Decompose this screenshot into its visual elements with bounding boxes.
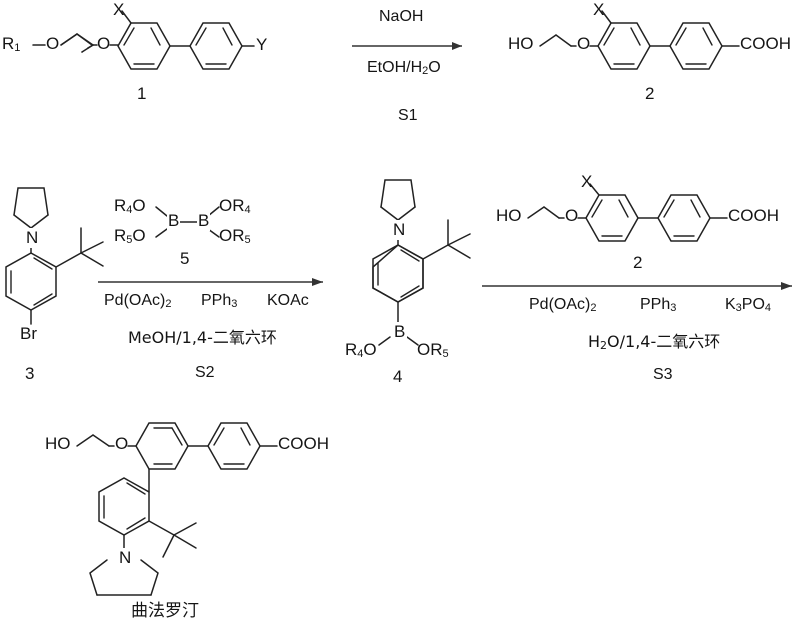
condition-etoh-water: EtOH/H2O — [367, 59, 441, 77]
step-label-s1: S1 — [398, 107, 418, 124]
atom-label-ether-o2: O — [97, 34, 111, 53]
atom-label-n-compound3: N — [24, 228, 41, 248]
atom-label-r4o-compound4: R4O — [345, 340, 377, 360]
atom-label-ho-product: HO — [45, 434, 71, 453]
atom-label-boron-1: B — [167, 211, 181, 231]
compound-number-2: 2 — [645, 84, 655, 103]
atom-label-ho-compound2b: HO — [496, 206, 522, 225]
atom-label-r4o-left: R4O — [114, 196, 146, 216]
condition-k3po4-s3: K3PO4 — [725, 296, 772, 314]
step-label-s3: S3 — [653, 366, 673, 383]
condition-naoh: NaOH — [379, 8, 424, 25]
step-label-s2: S2 — [195, 364, 215, 381]
atom-label-y-compound1: Y — [256, 35, 268, 54]
condition-koac-s2: KOAc — [267, 292, 309, 309]
atom-label-n-product: N — [117, 548, 134, 568]
atom-label-ether-o-product: O — [115, 434, 129, 453]
atom-label-or5-right: OR5 — [219, 226, 251, 246]
atom-label-cooh-compound2b: COOH — [728, 206, 779, 225]
condition-pph3-s3: PPh3 — [640, 296, 677, 314]
atom-label-ether-o-compound2b: O — [565, 206, 579, 225]
atom-label-x-compound1: X — [113, 0, 125, 19]
atom-label-ho-compound2: HO — [508, 34, 534, 53]
compound-number-2-reagent: 2 — [633, 253, 643, 272]
atom-label-ether-o1: O — [46, 34, 60, 53]
atom-label-r5o-left: R5O — [114, 226, 146, 246]
condition-pd-oac-s2: Pd(OAc)2 — [104, 292, 172, 310]
atom-label-cooh-compound2: COOH — [740, 34, 791, 53]
condition-pph3-s2: PPh3 — [201, 292, 238, 310]
atom-label-ether-o-compound2: O — [577, 34, 591, 53]
condition-solvent-s3: H2O/1,4-二氧六环 — [588, 332, 721, 352]
atom-label-x-compound2: X — [593, 0, 605, 19]
atom-label-br-compound3: Br — [20, 324, 37, 343]
atom-label-or4-right: OR4 — [219, 196, 251, 216]
atom-label-cooh-product: COOH — [278, 434, 329, 453]
compound-number-4: 4 — [393, 367, 403, 386]
compound-number-5: 5 — [180, 249, 190, 268]
product-name-label: 曲法罗汀 — [131, 601, 199, 621]
condition-pd-oac-s3: Pd(OAc)2 — [529, 296, 597, 314]
atom-label-boron-2: B — [197, 211, 211, 231]
compound-number-1: 1 — [137, 84, 147, 103]
atom-label-r1: R1 — [2, 34, 21, 54]
condition-solvent-s2: MeOH/1,4-二氧六环 — [128, 328, 277, 347]
atom-label-or5-compound4: OR5 — [417, 340, 449, 360]
atom-label-n-compound4: N — [391, 220, 408, 240]
compound-number-3: 3 — [25, 364, 35, 383]
atom-label-x-compound2b: X — [581, 172, 593, 191]
atom-label-boron-compound4: B — [392, 322, 408, 342]
